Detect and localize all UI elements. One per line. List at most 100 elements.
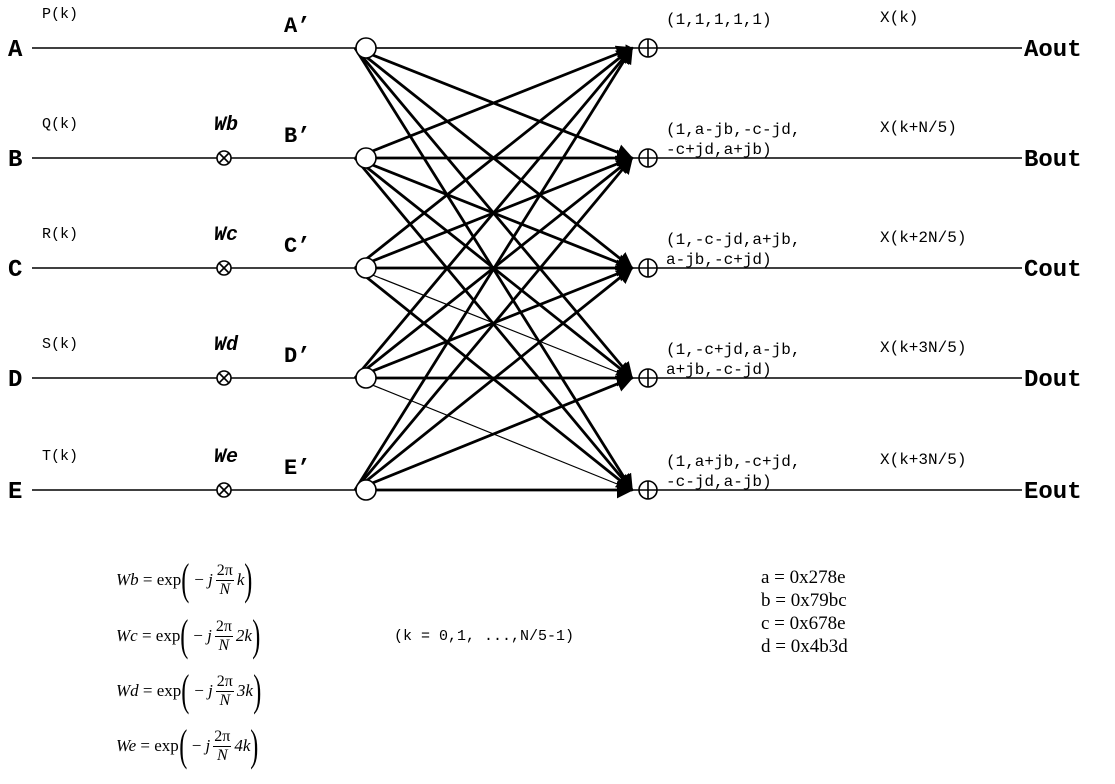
coefficient-label: -c+jd,a+jb)	[666, 141, 772, 159]
formula-exp: = exp	[142, 570, 182, 589]
constant-c: c = 0x678e	[761, 613, 846, 634]
formula-exp: = exp	[140, 736, 179, 755]
formula-j: j	[208, 570, 213, 589]
multiplier-icon	[216, 150, 232, 166]
constant-b: b = 0x79bc	[761, 590, 847, 611]
output-index-label: X(k+3N/5)	[880, 451, 966, 469]
coefficient-label: -c-jd,a-jb)	[666, 473, 772, 491]
butterfly-edge-4-1	[353, 156, 634, 491]
twiddle-label: Wd	[214, 334, 239, 357]
adder-icon	[638, 258, 658, 278]
formula-name: Wb	[116, 570, 139, 589]
multiplier-icon	[216, 370, 232, 386]
formula-j: j	[208, 681, 213, 700]
input-sequence-label: Q(k)	[42, 116, 78, 133]
split-node-icon	[355, 257, 377, 279]
multiplier-cross	[218, 484, 230, 496]
formula-minus: −	[191, 736, 202, 755]
formula-j: j	[205, 736, 211, 755]
input-label: E	[8, 479, 22, 506]
butterfly-edge-4-3	[354, 375, 634, 492]
output-label: Aout	[1024, 37, 1082, 64]
input-sequence-label: P(k)	[42, 6, 78, 23]
coefficient-label: a-jb,-c+jd)	[666, 251, 772, 269]
output-index-label: X(k+N/5)	[880, 119, 957, 137]
output-label: Bout	[1024, 147, 1082, 174]
formula-minus: −	[193, 626, 203, 645]
output-index-label: X(k+3N/5)	[880, 339, 966, 357]
input-label: D	[8, 367, 22, 394]
input-sequence-label: T(k)	[42, 448, 78, 465]
fraction-numerator: 2π	[213, 727, 232, 747]
intermediate-label: E’	[284, 456, 310, 481]
twiddle-label: We	[214, 446, 238, 469]
multiplier-cross	[218, 262, 230, 274]
constant-a: a = 0x278e	[761, 567, 846, 588]
coefficient-label: (1,a-jb,-c-jd,	[666, 121, 800, 139]
split-node-icon	[355, 147, 377, 169]
fraction-numerator: 2π	[214, 617, 233, 637]
butterfly-edge-1-0	[354, 45, 634, 160]
output-index-label: X(k)	[880, 9, 918, 27]
formula-minus: −	[194, 681, 204, 700]
butterfly-edge-4-0	[353, 46, 634, 491]
input-sequence-label: R(k)	[42, 226, 78, 243]
coefficient-label: (1,-c+jd,a-jb,	[666, 341, 800, 359]
butterfly-edge-4-2	[354, 266, 634, 492]
fraction-denominator: N	[216, 746, 228, 764]
adder-icon	[638, 480, 658, 500]
intermediate-label: B’	[284, 124, 310, 149]
constants-list: a = 0x278e b = 0x79bc c = 0x678e d = 0x4…	[761, 566, 848, 658]
formula-minus: −	[194, 570, 204, 589]
adder-icon	[638, 38, 658, 58]
twiddle-label: Wc	[214, 224, 238, 247]
multiplier-icon	[216, 482, 232, 498]
butterfly-edge-3-0	[353, 46, 634, 379]
formula-exp: = exp	[141, 626, 181, 645]
multiplier-cross	[218, 372, 230, 384]
formula-exp: = exp	[142, 681, 182, 700]
coefficient-label: (1,-c-jd,a+jb,	[666, 231, 800, 249]
output-index-label: X(k+2N/5)	[880, 229, 966, 247]
formula-name: Wc	[116, 626, 138, 645]
fraction-denominator: N	[219, 580, 231, 598]
split-node-icon	[355, 479, 377, 501]
split-node-icon	[355, 37, 377, 59]
multiplier-cross	[218, 152, 230, 164]
input-label: B	[8, 147, 22, 174]
output-label: Cout	[1024, 257, 1082, 284]
formula-multiplier: 2k	[235, 626, 252, 645]
fraction-numerator: 2π	[215, 561, 234, 581]
formula-j: j	[207, 626, 212, 645]
fraction-numerator: 2π	[215, 672, 234, 692]
split-node-icon	[355, 367, 377, 389]
input-sequence-label: S(k)	[42, 336, 78, 353]
constant-d: d = 0x4b3d	[761, 636, 848, 657]
formula-name: Wd	[116, 681, 139, 700]
formula-multiplier: k	[236, 570, 245, 589]
formula-name: We	[116, 736, 137, 755]
multiplier-icon	[216, 260, 232, 276]
intermediate-label: A’	[284, 14, 310, 39]
fraction-denominator: N	[219, 691, 231, 709]
input-label: C	[8, 257, 22, 284]
butterfly-edges	[353, 44, 634, 499]
k-range-label: (k = 0,1, ...,N/5-1)	[394, 628, 575, 645]
fraction-denominator: N	[218, 636, 230, 654]
formula-multiplier: 3k	[236, 681, 253, 700]
output-label: Dout	[1024, 367, 1082, 394]
twiddle-label: Wb	[214, 114, 238, 137]
adder-icon	[638, 148, 658, 168]
output-label: Eout	[1024, 479, 1082, 506]
adder-icon	[638, 368, 658, 388]
coefficient-label: a+jb,-c-jd)	[666, 361, 772, 379]
